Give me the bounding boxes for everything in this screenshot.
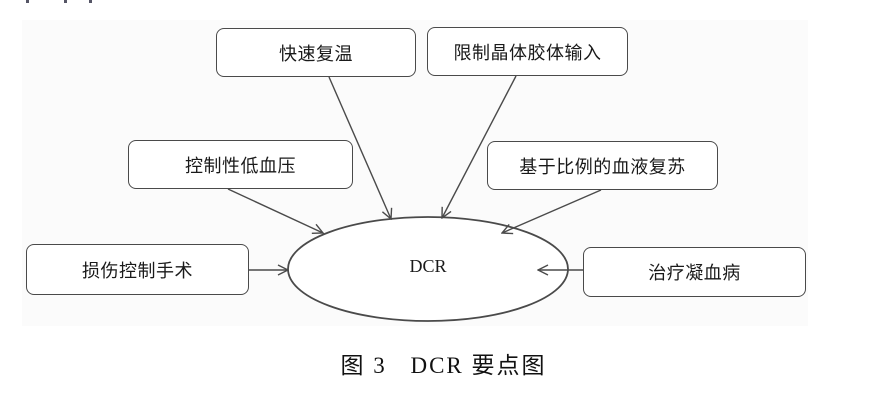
figure-title: DCR 要点图 [410,353,547,378]
node-label: 损伤控制手术 [82,260,193,282]
node-rapid-rewarming: 快速复温 [216,28,416,77]
node-label: 治疗凝血病 [648,263,741,284]
node-label: 限制晶体胶体输入 [453,42,602,64]
edge-limit-crystalloid-colloid [442,75,517,218]
node-label: 快速复温 [279,43,353,65]
center-node-label: DCR [409,256,447,276]
node-damage-control-surgery: 损伤控制手术 [26,244,249,295]
node-treat-coagulopathy: 治疗凝血病 [583,247,806,297]
edge-controlled-hypotension [227,188,323,233]
node-label: 基于比例的血液复苏 [519,156,686,178]
figure-caption: 图 3 DCR 要点图 [0,346,887,380]
node-label: 控制性低血压 [185,155,296,177]
node-limit-crystalloid-colloid: 限制晶体胶体输入 [427,27,628,76]
node-controlled-hypotension: 控制性低血压 [128,140,353,189]
figure-number: 图 3 [340,353,387,378]
cropped-text-fragment [26,0,29,3]
cropped-text-fragment [89,0,92,3]
cropped-text-fragment [64,0,67,3]
node-ratio-based-resuscitation: 基于比例的血液复苏 [487,141,718,190]
edge-rapid-rewarming [328,76,391,219]
edge-ratio-based-resuscitation [502,189,602,233]
